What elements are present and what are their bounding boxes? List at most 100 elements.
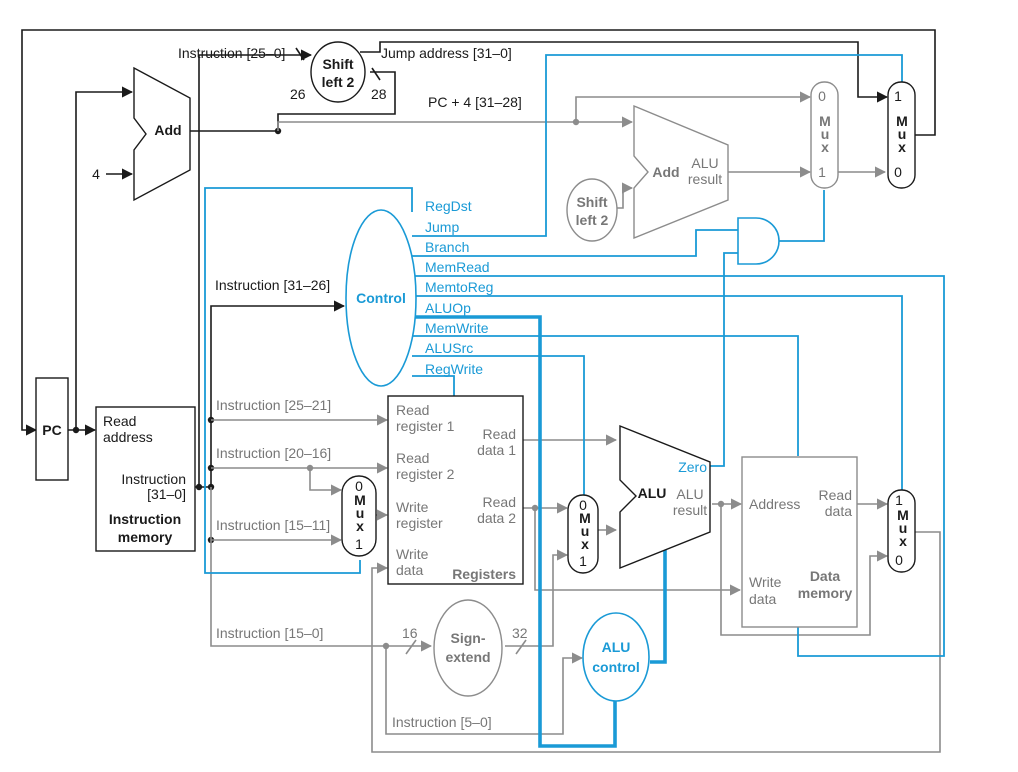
register-file [387,395,524,585]
control-signal-labels: RegDst Jump Branch MemRead MemtoReg ALUO… [425,198,493,377]
reg-read-register1-1: Read [396,402,429,418]
alusrc-mux-in1: 1 [579,553,587,569]
branch-and-gate [737,217,780,265]
dmem-address: Address [749,496,800,512]
label-instr-5-0: Instruction [5–0] [392,714,492,730]
jump-shift-line2: left 2 [322,74,355,90]
imem-read-address-2: address [103,429,153,445]
imem-instruction-1: Instruction [121,471,186,487]
branch-mux-in1: 1 [818,164,826,180]
label-bits-28: 28 [371,86,387,102]
branch-shift-line1: Shift [576,194,607,210]
reg-read-register1-2: register 1 [396,418,455,434]
label-instr-31-26: Instruction [31–26] [215,277,330,293]
alusrc-mux-x: x [581,536,589,552]
branch-shift-line2: left 2 [576,212,609,228]
label-instr-15-11: Instruction [15–11] [216,517,330,533]
alu-result-2: result [673,502,707,518]
regdst-mux-m: M [354,492,366,508]
alu-label: ALU [638,485,667,501]
reg-write-register-2: register [396,515,443,531]
signal-memwrite: MemWrite [425,320,489,336]
alusrc-mux-in0: 0 [579,497,587,513]
imem-title-2: memory [118,529,173,545]
reg-write-register-1: Write [396,499,429,515]
regdst-mux-in1: 1 [355,536,363,552]
jump-mux-m: M [896,113,908,129]
branch-mux [810,81,839,189]
alusrc-mux-u: u [581,523,590,539]
regdst-mux-u: u [356,505,365,521]
data-memory [741,456,858,628]
signal-regdst: RegDst [425,198,472,214]
branch-mux-m: M [819,113,831,129]
memtoreg-mux-in1: 1 [895,492,903,508]
pc-adder-label: Add [154,122,181,138]
label-instr-15-0: Instruction [15–0] [216,625,323,641]
branch-adder-result-1: ALU [691,155,718,171]
reg-read-data2-2: data 2 [477,510,516,526]
dmem-title-1: Data [810,568,841,584]
pc-register [35,377,69,481]
reg-write-data-2: data [396,562,423,578]
gray-wires [210,91,941,753]
dmem-read-data-2: data [825,503,852,519]
signal-regwrite: RegWrite [425,361,483,377]
alusrc-mux [567,494,599,574]
jump-shift-left-2 [310,41,366,103]
label-instr-25-0: Instruction [25–0] [178,45,285,61]
jump-mux-in0: 0 [894,164,902,180]
sign-extend-line1: Sign- [451,630,486,646]
label-instr-20-16: Instruction [20–16] [216,445,331,461]
label-bits-26: 26 [290,86,306,102]
label-bits-32: 32 [512,625,528,641]
alu-control-line1: ALU [602,639,631,655]
pc-label: PC [42,422,61,438]
reg-read-register2-1: Read [396,450,429,466]
reg-read-data1-1: Read [483,426,516,442]
memtoreg-mux-m: M [897,507,909,523]
regdst-mux-in0: 0 [355,478,363,494]
main-alu [619,424,711,570]
alu-zero: Zero [678,459,707,475]
branch-adder-label: Add [652,164,679,180]
sign-extend [433,599,503,697]
signal-alusrc: ALUSrc [425,340,473,356]
memtoreg-mux-u: u [899,520,908,536]
regdst-mux [341,475,377,557]
registers-title: Registers [452,566,516,582]
memtoreg-mux-x: x [899,533,907,549]
label-pc-plus4: PC + 4 [31–28] [428,94,522,110]
signal-memtoreg: MemtoReg [425,279,493,295]
alu-control [582,612,650,702]
label-jump-address: Jump address [31–0] [381,45,512,61]
label-instr-25-21: Instruction [25–21] [216,397,331,413]
memtoreg-mux [887,489,916,573]
alu-result-1: ALU [676,486,703,502]
signal-jump: Jump [425,219,459,235]
signal-memread: MemRead [425,259,490,275]
control-label: Control [356,290,406,306]
alusrc-mux-m: M [579,510,591,526]
imem-instruction-2: [31–0] [147,486,186,502]
instruction-memory [95,406,196,552]
jump-mux [887,81,916,189]
imem-title-1: Instruction [109,511,181,527]
dmem-title-2: memory [798,585,853,601]
jump-mux-u: u [898,126,907,142]
branch-mux-u: u [821,126,830,142]
reg-read-data2-1: Read [483,494,516,510]
jump-mux-x: x [898,139,906,155]
imem-read-address-1: Read [103,413,136,429]
blue-wires [204,54,945,748]
dmem-write-data-1: Write [749,574,782,590]
pc-adder [133,66,191,202]
const-four-label: 4 [92,166,100,182]
reg-write-data-1: Write [396,546,429,562]
branch-adder [633,104,729,240]
jump-mux-in1: 1 [894,88,902,104]
wire-labels: Instruction [25–0] Jump address [31–0] P… [178,45,528,730]
sign-extend-line2: extend [445,649,490,665]
branch-shift-left-2 [566,178,618,242]
